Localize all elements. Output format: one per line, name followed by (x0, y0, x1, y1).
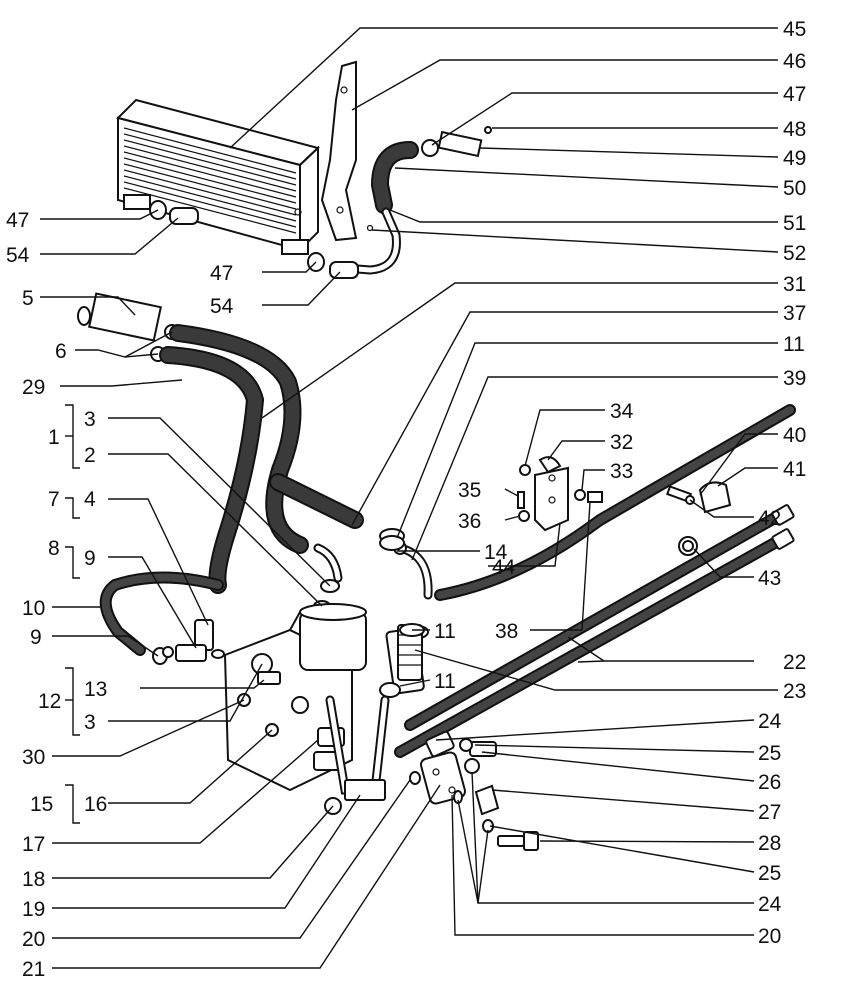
pressure-lines (394, 504, 795, 758)
callout-6: 6 (55, 340, 67, 363)
callout-25: 25 (758, 742, 781, 765)
callout-22: 22 (783, 651, 806, 674)
callout-23: 23 (783, 680, 806, 703)
callout-24: 24 (758, 893, 782, 916)
pipe-clamp (666, 481, 732, 556)
callout-25: 25 (758, 862, 781, 885)
callout-51: 51 (783, 212, 806, 235)
callout-2: 2 (84, 444, 96, 467)
callout-30: 30 (22, 746, 45, 769)
callout-29: 29 (22, 376, 45, 399)
callout-26: 26 (758, 771, 781, 794)
support-bracket (517, 456, 603, 532)
thermostatic-valve (366, 126, 492, 232)
callout-1: 1 (48, 426, 60, 449)
callout-13: 13 (84, 678, 107, 701)
flange-fittings (420, 738, 539, 851)
callout-17: 17 (22, 833, 45, 856)
callout-11: 11 (783, 333, 805, 356)
callout-52: 52 (783, 242, 806, 265)
callout-49: 49 (783, 147, 806, 170)
callout-27: 27 (758, 801, 781, 824)
callout-40: 40 (783, 424, 806, 447)
cooler-return-hose (340, 141, 419, 275)
callout-47: 47 (210, 262, 233, 285)
callout-15: 15 (30, 793, 53, 816)
callout-47: 47 (783, 83, 806, 106)
leader-lines (40, 27, 779, 969)
callout-19: 19 (22, 898, 45, 921)
long-pipes (99, 404, 796, 656)
callout-24: 24 (758, 710, 782, 733)
callout-8: 8 (48, 537, 60, 560)
callout-48: 48 (783, 118, 806, 141)
callout-54: 54 (6, 244, 30, 267)
callout-16: 16 (84, 793, 107, 816)
callout-54: 54 (210, 295, 234, 318)
mounting-bracket (294, 60, 358, 242)
callout-31: 31 (783, 273, 806, 296)
callout-11: 11 (434, 670, 456, 693)
callout-46: 46 (783, 50, 806, 73)
callout-14: 14 (484, 541, 508, 564)
callout-32: 32 (610, 431, 633, 454)
callout-3: 3 (84, 711, 96, 734)
callout-20: 20 (22, 928, 45, 951)
callout-18: 18 (22, 868, 45, 891)
callout-38: 38 (495, 620, 518, 643)
callout-3: 3 (84, 408, 96, 431)
callout-21: 21 (22, 958, 45, 981)
callout-20: 20 (758, 925, 781, 948)
callout-36: 36 (458, 510, 481, 533)
callout-35: 35 (458, 479, 481, 502)
main-hoses (159, 324, 364, 594)
callout-39: 39 (783, 367, 806, 390)
callout-28: 28 (758, 832, 781, 855)
callout-34: 34 (610, 400, 634, 423)
callout-37: 37 (783, 302, 806, 325)
callout-33: 33 (610, 460, 633, 483)
callout-labels: 45 46 47 48 49 50 51 52 31 37 11 39 47 5… (6, 18, 806, 981)
callout-10: 10 (22, 597, 45, 620)
callout-9: 9 (84, 547, 96, 570)
callout-7: 7 (48, 488, 60, 511)
callout-45: 45 (783, 18, 806, 41)
callout-12: 12 (38, 690, 61, 713)
callout-11: 11 (434, 620, 456, 643)
callout-4: 4 (84, 488, 96, 511)
callout-9: 9 (30, 626, 42, 649)
callout-5: 5 (22, 287, 34, 310)
callout-50: 50 (783, 177, 806, 200)
callout-41: 41 (783, 458, 806, 481)
callout-42: 42 (758, 507, 781, 530)
callout-43: 43 (758, 567, 781, 590)
callout-44: 44 (492, 556, 516, 579)
callout-47: 47 (6, 209, 29, 232)
oil-cooler (116, 98, 320, 255)
